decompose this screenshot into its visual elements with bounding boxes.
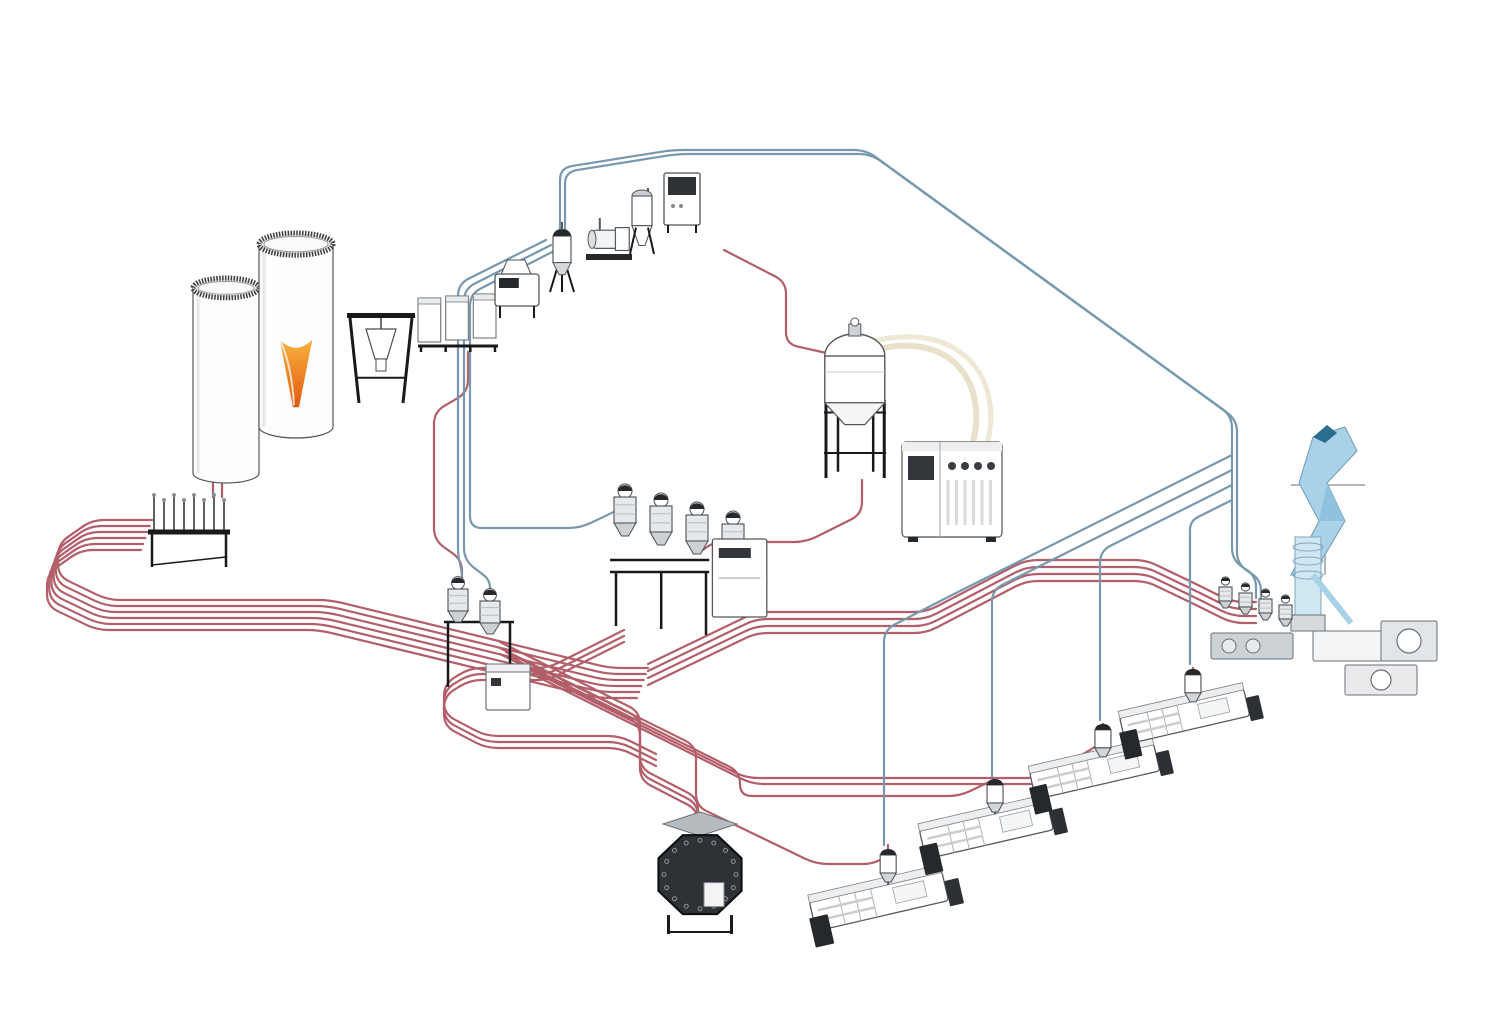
dosing-unit-box [485,663,531,711]
pipe-top-run-1 [563,152,1263,604]
pipe-crystallizer-feed-0 [722,248,842,358]
blown-film-line [1210,425,1438,696]
equipment-layer [148,172,1438,948]
pipe-left-loop-1 [54,524,647,676]
hopper-loader-station [549,222,575,293]
pipe-vac-twin-a-0 [456,238,548,584]
imm-1 [807,849,964,948]
desiccant-dryer [901,441,1003,542]
vacuum-pipe-network [456,148,1263,847]
pipe-trunk-right-3 [646,579,1258,687]
crystallizer-dryer [823,317,994,478]
pipe-octabin-branch-2 [498,652,700,838]
twin-dosing-station [444,576,514,687]
granulator [494,259,540,318]
octabin-boxes [417,293,498,352]
vacuum-pump [586,218,632,260]
cyclone-separator [629,188,655,255]
bigbag-unloader [347,313,415,404]
pipe-feed-imm3-0 [516,662,1105,780]
silo-right [256,230,336,439]
pipe-left-loop-5 [45,548,639,700]
pipe-vac-imm1-0 [882,453,1234,847]
pipe-feed-imm2-0 [510,656,997,798]
imm-2 [917,778,1068,876]
pipe-trunk-right-1 [646,565,1258,673]
pipe-left-loop-0 [56,518,650,670]
pipe-vac-imm4-0 [1188,498,1234,666]
control-panel [663,172,701,233]
silo-left [190,275,262,484]
pipe-octabin-branch-0 [498,640,700,826]
octabin-tipper [657,811,743,934]
pipe-vac-imm3-0 [1098,483,1234,722]
pipe-vac-imm2-0 [990,468,1234,779]
coupling-station [148,493,230,567]
pipe-trunk-right-2 [646,572,1258,680]
pipe-vac-twin-b-0 [462,243,553,598]
pipe-octabin-branch-1 [498,646,700,832]
drying-hopper-bank [610,483,768,635]
imm-4 [1117,668,1264,760]
